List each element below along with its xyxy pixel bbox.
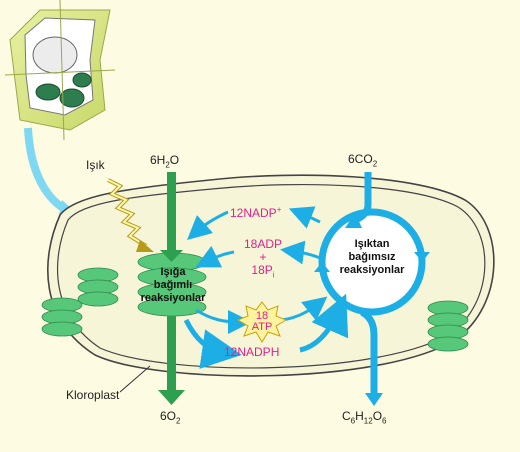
adp-to-light-arrow [195, 245, 235, 268]
nadp-label: 12NADP+ [230, 205, 282, 220]
nadp-to-light-arrow [187, 210, 229, 240]
light-to-atp-arrow [195, 308, 252, 334]
chloroplast-pointer [119, 365, 151, 393]
oxygen-output-arrow [167, 316, 176, 392]
water-label: 6H2O [150, 153, 180, 170]
light-label: Işık [86, 158, 105, 172]
light-dependent-reactions-label: Işığa bağımlı reaksiyonlar [140, 266, 206, 304]
light-to-nadph-arrow [183, 318, 242, 369]
chloroplast-inner-membrane [56, 183, 486, 369]
atp-burst [236, 301, 288, 343]
glucose-label: C6H12O6 [342, 409, 387, 426]
atp-label: 18 ATP [251, 310, 273, 333]
chloroplast-label: Kloroplast [66, 388, 120, 402]
thylakoid-stack-left [41, 267, 119, 337]
nadph-to-calvin-arrow [299, 293, 349, 353]
oxygen-label: 6O2 [160, 409, 181, 426]
co2-label: 6CO2 [348, 152, 378, 169]
water-input-arrow [167, 172, 176, 252]
nadph-label: 12NADPH [224, 345, 280, 359]
light-independent-reactions-label: Işıktan bağımsız reaksiyonlar [339, 238, 405, 276]
glucose-output-arrow [360, 308, 378, 395]
thylakoid-stack-right [427, 300, 469, 352]
leaf-cell-illustration [4, 0, 116, 141]
adp-pi-label: 18ADP + 18Pi [243, 237, 283, 280]
calvin-to-nadp-arrow [288, 206, 321, 229]
zoom-arrow [24, 127, 72, 216]
calvin-to-adp-arrow [280, 240, 321, 265]
